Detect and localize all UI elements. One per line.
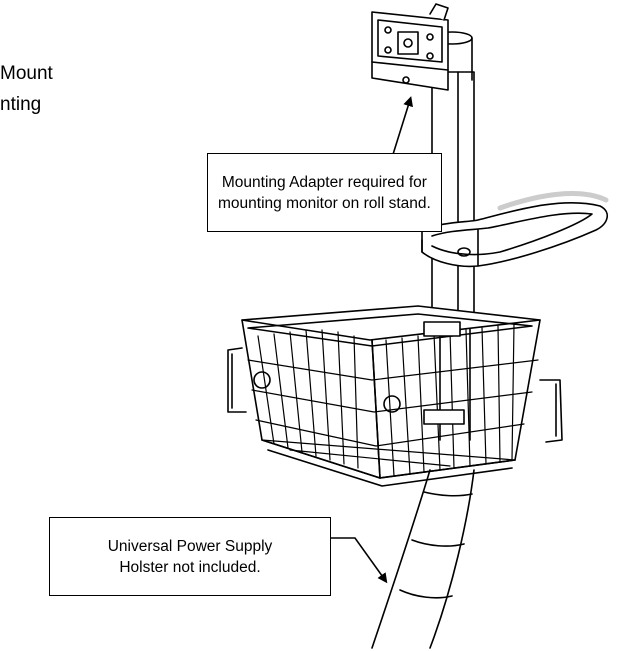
mounting-adapter xyxy=(371,3,473,91)
power-supply-line-2: Holster not included. xyxy=(119,558,261,576)
power-supply-label: Universal Power Supply Holster not inclu… xyxy=(49,517,331,596)
mounting-adapter-line-1: Mounting Adapter required for xyxy=(221,173,427,191)
partial-text-line-2: nting xyxy=(0,94,42,115)
partial-text-line-1: Mount xyxy=(0,63,53,84)
wire-basket xyxy=(227,305,563,487)
lower-pole xyxy=(371,469,475,649)
mounting-adapter-line-2: mounting monitor on roll stand. xyxy=(218,194,431,212)
power-supply-line-1: Universal Power Supply xyxy=(107,537,273,555)
handle xyxy=(421,191,609,268)
mounting-adapter-label: Mounting Adapter required for mounting m… xyxy=(207,153,442,232)
holster-leader xyxy=(330,537,388,584)
